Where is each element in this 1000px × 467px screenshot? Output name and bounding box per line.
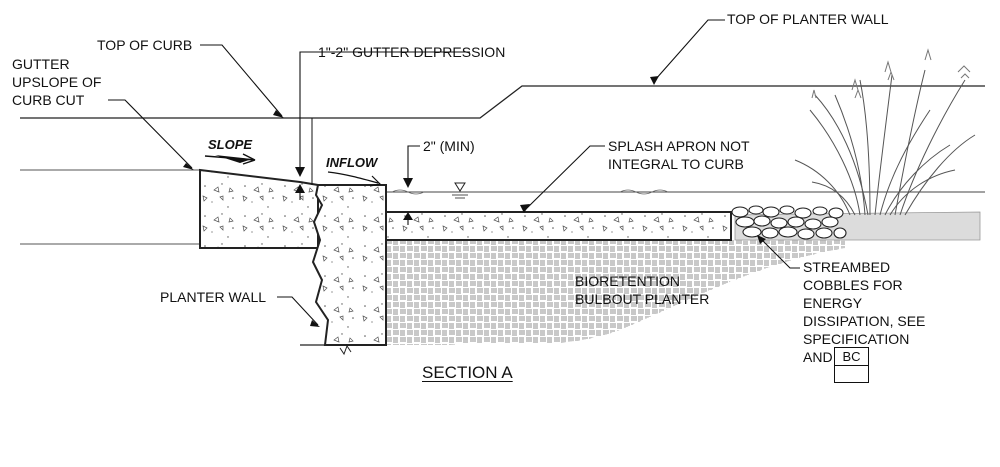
label-streambed-line3: ENERGY: [803, 295, 863, 311]
section-title: SECTION A: [422, 363, 513, 382]
label-streambed-line4: DISSIPATION, SEE: [803, 313, 926, 329]
label-streambed-line1: STREAMBED: [803, 259, 891, 275]
label-bioretention-line1: BIORETENTION: [575, 273, 681, 289]
splash-apron-leader: [524, 145, 605, 211]
label-streambed-line2: COBBLES FOR: [803, 277, 903, 293]
top-of-curb-leader: [200, 44, 283, 117]
label-gutter-upslope-line2: UPSLOPE OF: [12, 74, 102, 90]
planter-grasses: [794, 69, 976, 216]
water-level-symbol: [454, 182, 466, 192]
label-streambed-line6: AND: [803, 349, 833, 365]
inflow-arrow: [327, 171, 379, 184]
min-depth-leader: [407, 145, 420, 186]
bioretention-soil: [386, 240, 845, 345]
top-of-planter-wall-leader: [654, 19, 725, 81]
label-gutter-upslope-line3: CURB CUT: [12, 92, 85, 108]
top-of-curb-line: [20, 85, 985, 119]
gutter-slab: [199, 168, 319, 249]
label-slope: SLOPE: [208, 137, 253, 152]
label-gutter-depression: 1"-2" GUTTER DEPRESSION: [318, 44, 506, 60]
label-bioretention-line2: BULBOUT PLANTER: [575, 291, 710, 307]
label-inflow: INFLOW: [326, 155, 378, 170]
label-gutter-upslope-line1: GUTTER: [12, 56, 70, 72]
label-splash-apron-line1: SPLASH APRON NOT: [608, 138, 750, 154]
gutter-upslope-leader: [108, 99, 193, 169]
label-splash-apron-line2: INTEGRAL TO CURB: [608, 156, 744, 172]
splash-apron: [385, 211, 732, 241]
streambed-leader: [759, 237, 800, 269]
gutter-depression-leader: [299, 51, 470, 176]
detail-reference-box: BC: [834, 347, 869, 366]
slope-arrow: [204, 153, 256, 165]
streambed-cobbles: [731, 205, 847, 240]
label-planter-wall: PLANTER WALL: [160, 289, 267, 305]
label-top-of-curb: TOP OF CURB: [97, 37, 193, 53]
label-top-of-planter-wall: TOP OF PLANTER WALL: [727, 11, 889, 27]
label-streambed-line5: SPECIFICATION: [803, 331, 910, 347]
grass-seedheads: [811, 48, 971, 99]
detail-reference-box-lower: [834, 366, 869, 383]
planter-wall-leader: [277, 296, 319, 326]
planter-wall-block: [311, 184, 387, 346]
label-min-depth: 2" (MIN): [423, 138, 475, 154]
